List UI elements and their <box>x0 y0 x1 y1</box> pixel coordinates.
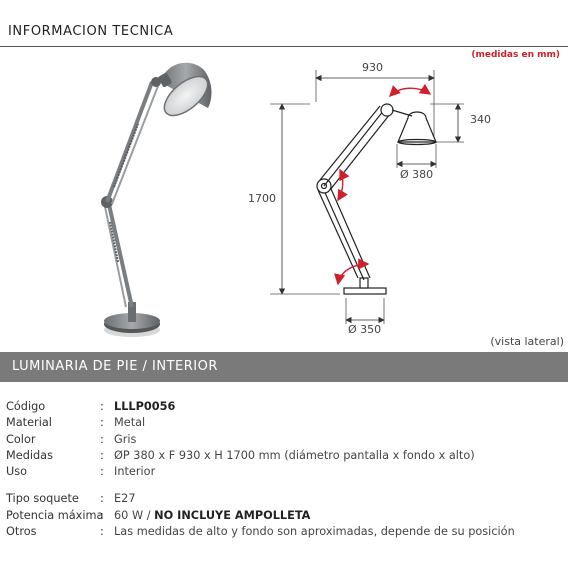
spec-value: ØP 380 x F 930 x H 1700 mm (diámetro pan… <box>114 449 475 462</box>
spec-value-text: ØP 380 x F 930 x H 1700 mm (diámetro pan… <box>114 448 475 462</box>
spec-label: Uso <box>6 465 28 479</box>
spec-value-text: LLLP0056 <box>114 400 176 413</box>
spec-label: Material <box>6 416 52 430</box>
header-divider <box>0 46 568 47</box>
shade-diameter-label: Ø 380 <box>400 168 434 181</box>
spec-separator: : <box>100 525 104 539</box>
spec-row: Tipo soquete: E27 <box>6 492 566 508</box>
spec-separator: : <box>100 492 104 506</box>
height-label: 1700 <box>248 192 276 205</box>
head-rotation-arrow <box>389 83 432 97</box>
spec-value: Interior <box>114 465 155 478</box>
spec-label: Medidas <box>6 448 53 462</box>
spec-label: Color <box>6 432 36 446</box>
section-title: LUMINARIA DE PIE / INTERIOR <box>12 359 218 374</box>
shade-height-label: 340 <box>470 113 491 126</box>
spec-row: Material: Metal <box>6 416 566 432</box>
section-header-bar: LUMINARIA DE PIE / INTERIOR <box>0 352 568 382</box>
spec-separator: : <box>100 508 104 522</box>
spec-row: Otros: Las medidas de alto y fondo son ap… <box>6 525 566 541</box>
base-rotation-arrow <box>334 258 370 286</box>
spec-row: Medidas: ØP 380 x F 930 x H 1700 mm (diám… <box>6 449 566 465</box>
lamp-upper-arm <box>105 81 154 203</box>
spec-row: Código: LLLP0056 <box>6 400 566 416</box>
lamp-outline-drawing <box>316 103 437 295</box>
spec-value: Gris <box>114 433 136 446</box>
spec-value-emphasis: NO INCLUYE AMPOLLETA <box>154 508 311 522</box>
spec-gap <box>6 481 566 492</box>
lamp-product-photo <box>101 62 212 337</box>
width-label: 930 <box>362 61 383 74</box>
page-title: INFORMACION TECNICA <box>8 24 174 39</box>
spec-value: Las medidas de alto y fondo son aproxima… <box>114 525 515 538</box>
spec-label: Tipo soquete <box>6 492 79 506</box>
spec-row: Uso: Interior <box>6 465 566 481</box>
spec-value: E27 <box>114 492 136 505</box>
lamp-lower-arm <box>106 199 134 308</box>
spec-separator: : <box>100 416 104 430</box>
spec-value: LLLP0056 <box>114 400 175 413</box>
spec-value-text: Metal <box>114 416 146 430</box>
spec-separator: : <box>100 448 104 462</box>
dimension-diagram <box>270 70 464 324</box>
view-note: (vista lateral) <box>490 335 564 348</box>
spec-label: Código <box>6 400 46 413</box>
spec-value-text: E27 <box>114 492 136 506</box>
lamp-shade <box>158 62 212 117</box>
units-note: (medidas en mm) <box>471 50 560 60</box>
spec-value: 60 W / NO INCLUYE AMPOLLETA <box>114 509 310 522</box>
spec-row: Potencia máxima:60 W / NO INCLUYE AMPOLL… <box>6 509 566 525</box>
elbow-rotation-arrow <box>337 168 350 202</box>
spec-value-text: Interior <box>114 465 156 479</box>
spec-label: Potencia máxima <box>6 508 104 522</box>
spec-value-text: Gris <box>114 432 137 446</box>
spec-row: Color: Gris <box>6 433 566 449</box>
spec-separator: : <box>100 400 104 413</box>
spec-value-text: Las medidas de alto y fondo son aproxima… <box>114 525 515 539</box>
spec-separator: : <box>100 465 104 479</box>
spec-separator: : <box>100 432 104 446</box>
base-diameter-label: Ø 350 <box>348 323 382 336</box>
spec-value: Metal <box>114 416 145 429</box>
spec-value-text: 60 W / <box>114 508 155 522</box>
spec-label: Otros <box>6 525 37 539</box>
